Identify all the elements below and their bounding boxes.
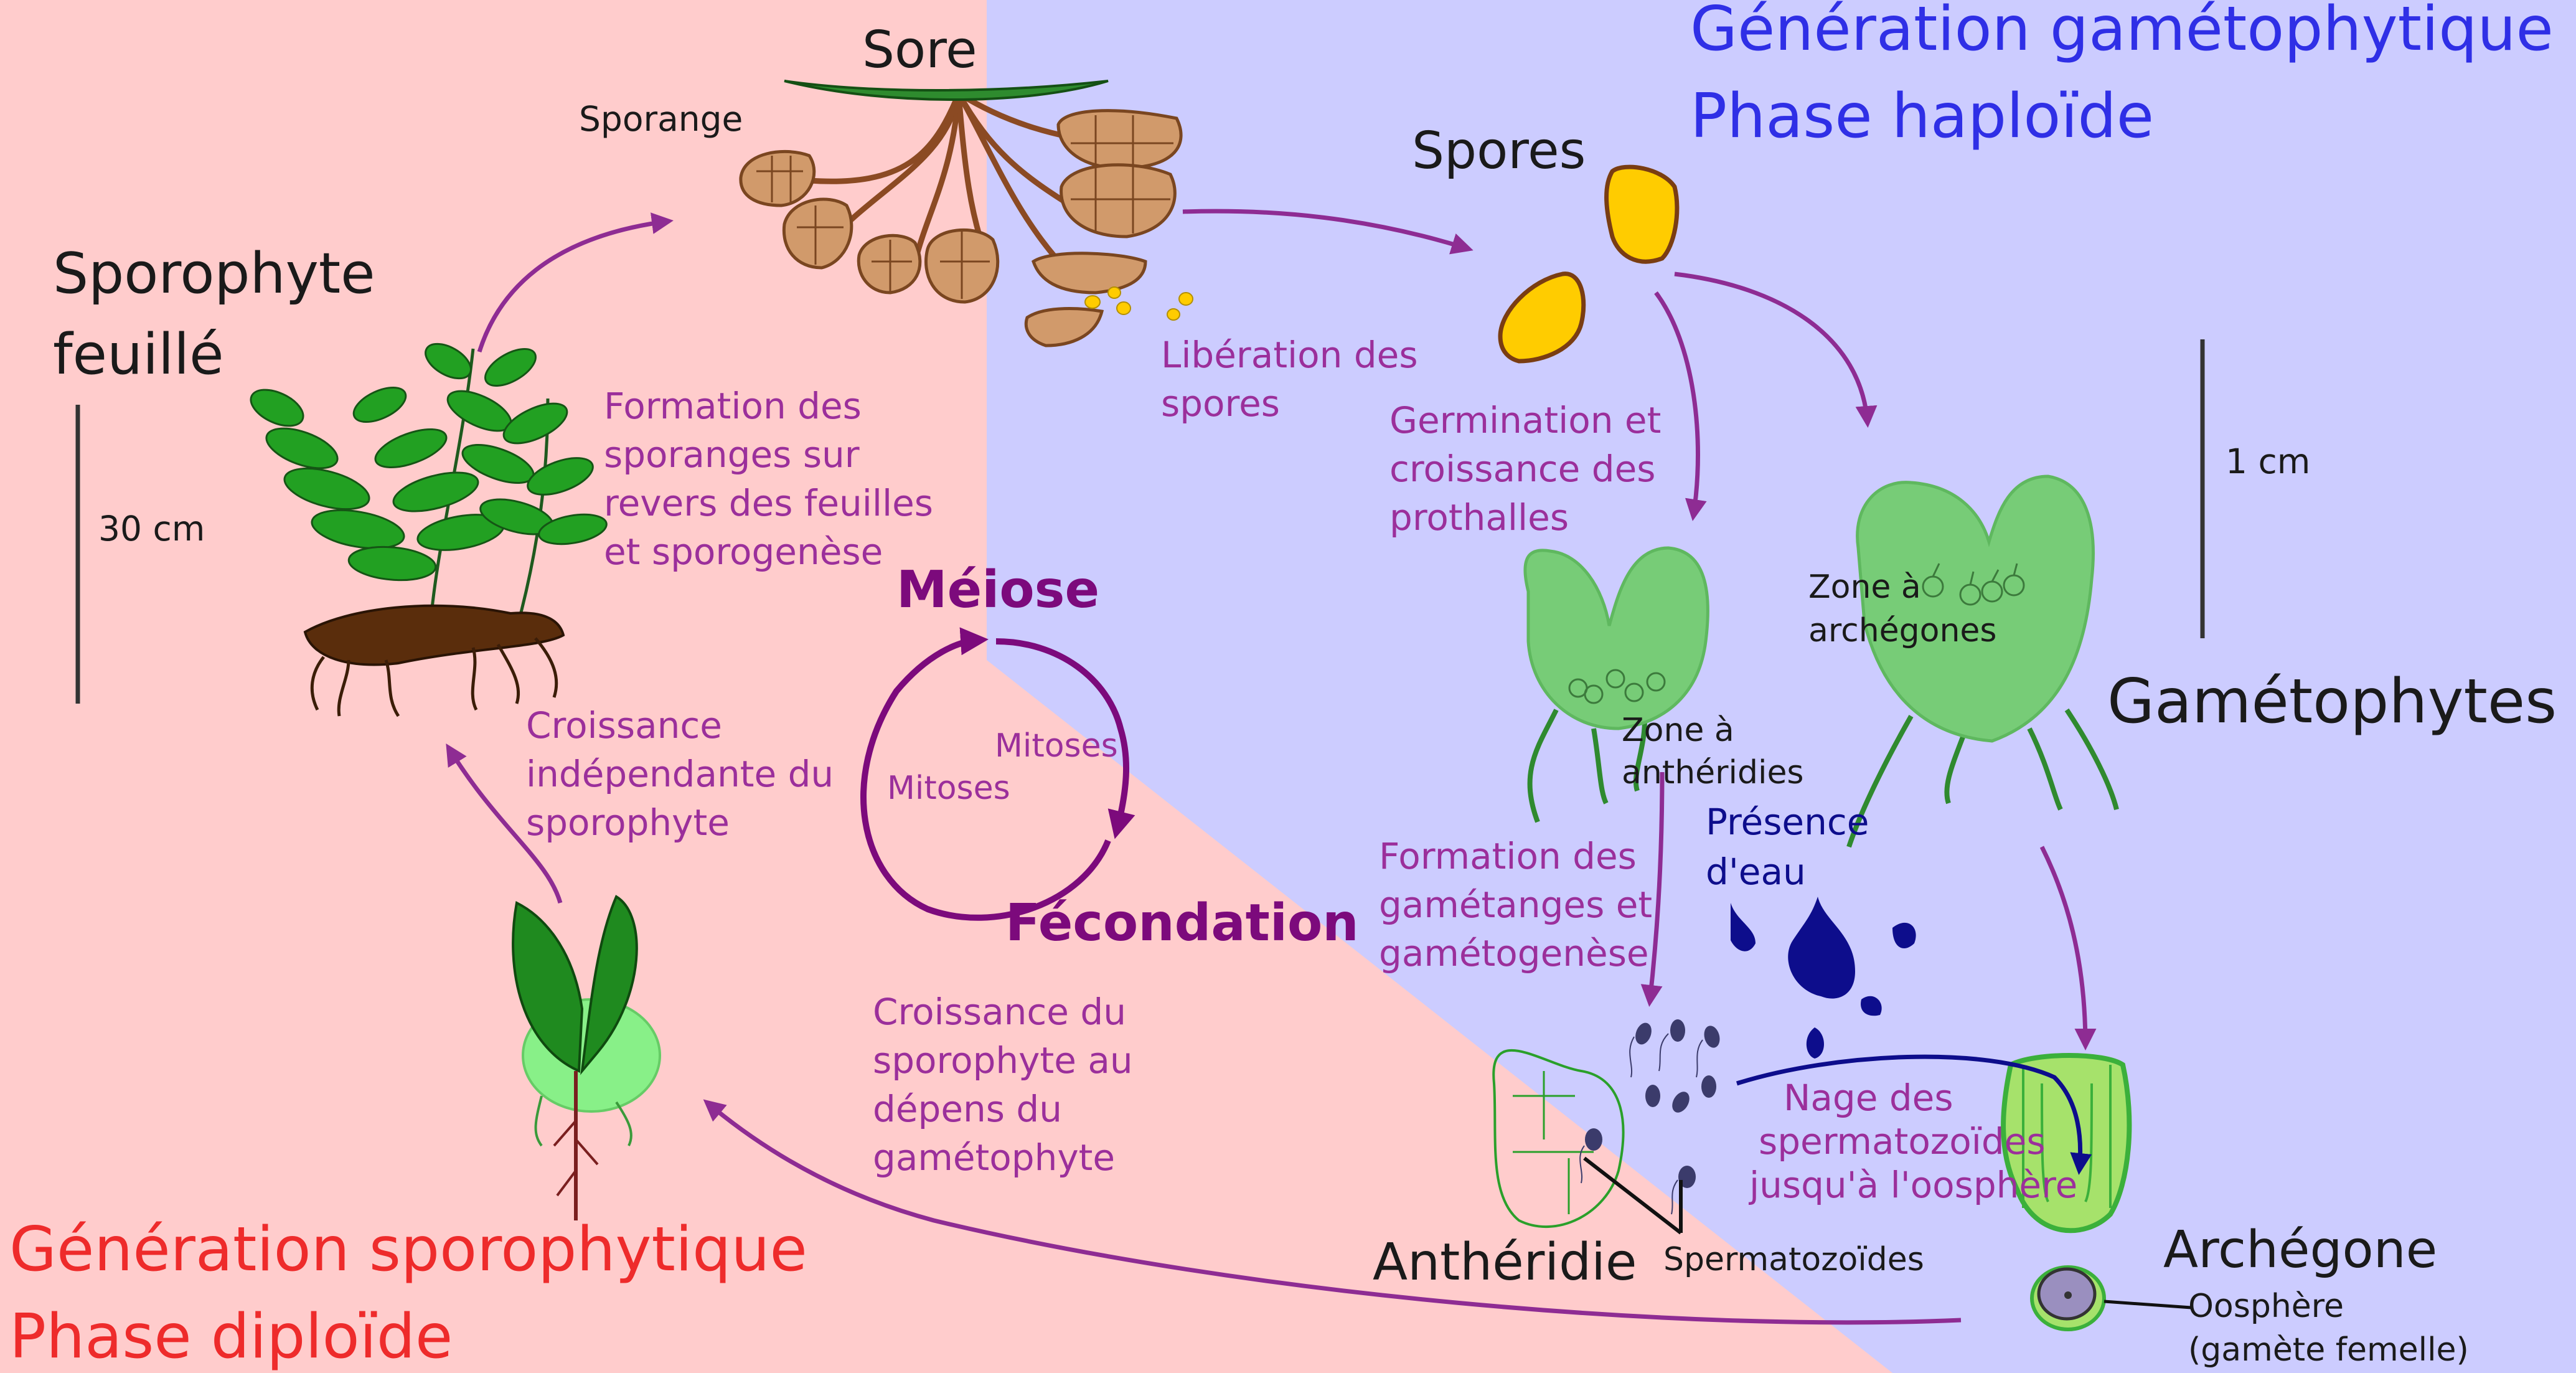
sore-with-sporangia (739, 80, 1193, 347)
liberation-label-line1: Libération des (1161, 334, 1418, 376)
diploid-title-line1: Génération sporophytique (9, 1214, 807, 1285)
croissance-sporophyte-line3: dépens du (873, 1088, 1062, 1130)
archegonium (2001, 1053, 2132, 1331)
gametophytes-label: Gamétophytes (2107, 666, 2557, 737)
haploid-phase-background (987, 0, 2576, 1373)
spermatozoides-label: Spermatozoïdes (1663, 1241, 1924, 1278)
meiose-label: Méiose (896, 560, 1099, 620)
spores (1498, 164, 1680, 364)
prothallus-archegonia (1846, 474, 2119, 848)
diploid-title-line2: Phase diploïde (9, 1301, 453, 1372)
fecondation-label: Fécondation (1005, 894, 1359, 953)
cycle-labels: Méiose Fécondation Mitoses Mitoses (887, 560, 1359, 953)
croissance-sporophyte-line1: Croissance du (873, 991, 1126, 1033)
germination-label-line3: prothalles (1389, 496, 1569, 539)
process-labels: Libération des spores Germination et cro… (526, 334, 2077, 1206)
formation-gametanges-line1: Formation des (1379, 835, 1637, 877)
sporange-label: Sporange (579, 99, 743, 139)
formation-sporanges-line4: et sporogenèse (604, 531, 883, 573)
croissance-independante-line1: Croissance (526, 704, 722, 747)
formation-sporanges-line3: revers des feuilles (604, 482, 933, 524)
zone-antheridies-line2: anthéridies (1622, 754, 1804, 791)
croissance-sporophyte-line2: sporophyte au (873, 1039, 1133, 1082)
nage-label-line1: Nage des (1784, 1077, 1953, 1119)
central-cycle (860, 627, 1135, 921)
structure-labels: Sore Sporange Spores Sporophyte feuillé … (53, 21, 2557, 1369)
antheridie-label: Anthéridie (1373, 1233, 1637, 1292)
zone-archegones-line1: Zone à (1808, 569, 1921, 606)
mitoses-left-label: Mitoses (887, 770, 1010, 807)
nage-label-line2: spermatozoïdes (1759, 1120, 2046, 1163)
scale-1cm-label: 1 cm (2226, 441, 2310, 481)
spermatozoids (1579, 1019, 1720, 1215)
haploid-title-line2: Phase haploïde (1690, 81, 2154, 152)
formation-sporanges-line2: sporanges sur (604, 433, 860, 476)
sporophyte-label-line2: feuillé (53, 322, 223, 387)
presence-eau-line1: Présence (1706, 801, 1869, 843)
sore-label: Sore (862, 21, 977, 80)
zone-archegones-line2: archégones (1808, 612, 1997, 649)
fern-sporophyte (250, 342, 608, 717)
formation-gametanges-line2: gamétanges et (1379, 884, 1652, 926)
zone-antheridies-line1: Zone à (1622, 712, 1734, 749)
liberation-label-line2: spores (1161, 382, 1280, 425)
mitoses-right-label: Mitoses (995, 727, 1118, 765)
nage-label-line3: jusqu'à l'oosphère (1748, 1164, 2077, 1206)
scale-30cm-label: 30 cm (98, 509, 205, 549)
croissance-independante-line3: sporophyte (526, 801, 730, 844)
germination-label-line1: Germination et (1389, 399, 1661, 441)
process-arrows (446, 209, 2192, 1325)
oosphere-label-line2: (gamète femelle) (2188, 1331, 2469, 1369)
antheridium (1492, 1049, 1625, 1228)
oosphere-label-line1: Oosphère (2188, 1288, 2344, 1325)
presence-eau-line2: d'eau (1706, 851, 1806, 893)
phase-titles: Génération gamétophytique Phase haploïde… (9, 0, 2554, 1372)
germination-label-line2: croissance des (1389, 448, 1656, 490)
formation-gametanges-line3: gamétogenèse (1379, 932, 1649, 974)
formation-sporanges-line1: Formation des (604, 385, 862, 427)
haploid-title-line1: Génération gamétophytique (1690, 0, 2554, 65)
water-drops (1731, 897, 1916, 1059)
croissance-sporophyte-line4: gamétophyte (873, 1136, 1115, 1179)
prothallus-antheridia (1523, 546, 1709, 823)
spores-label: Spores (1412, 121, 1586, 181)
young-sporophyte (512, 895, 661, 1220)
archegone-label: Archégone (2163, 1220, 2437, 1280)
sporophyte-label-line1: Sporophyte (53, 241, 375, 306)
croissance-independante-line2: indépendante du (526, 753, 834, 795)
